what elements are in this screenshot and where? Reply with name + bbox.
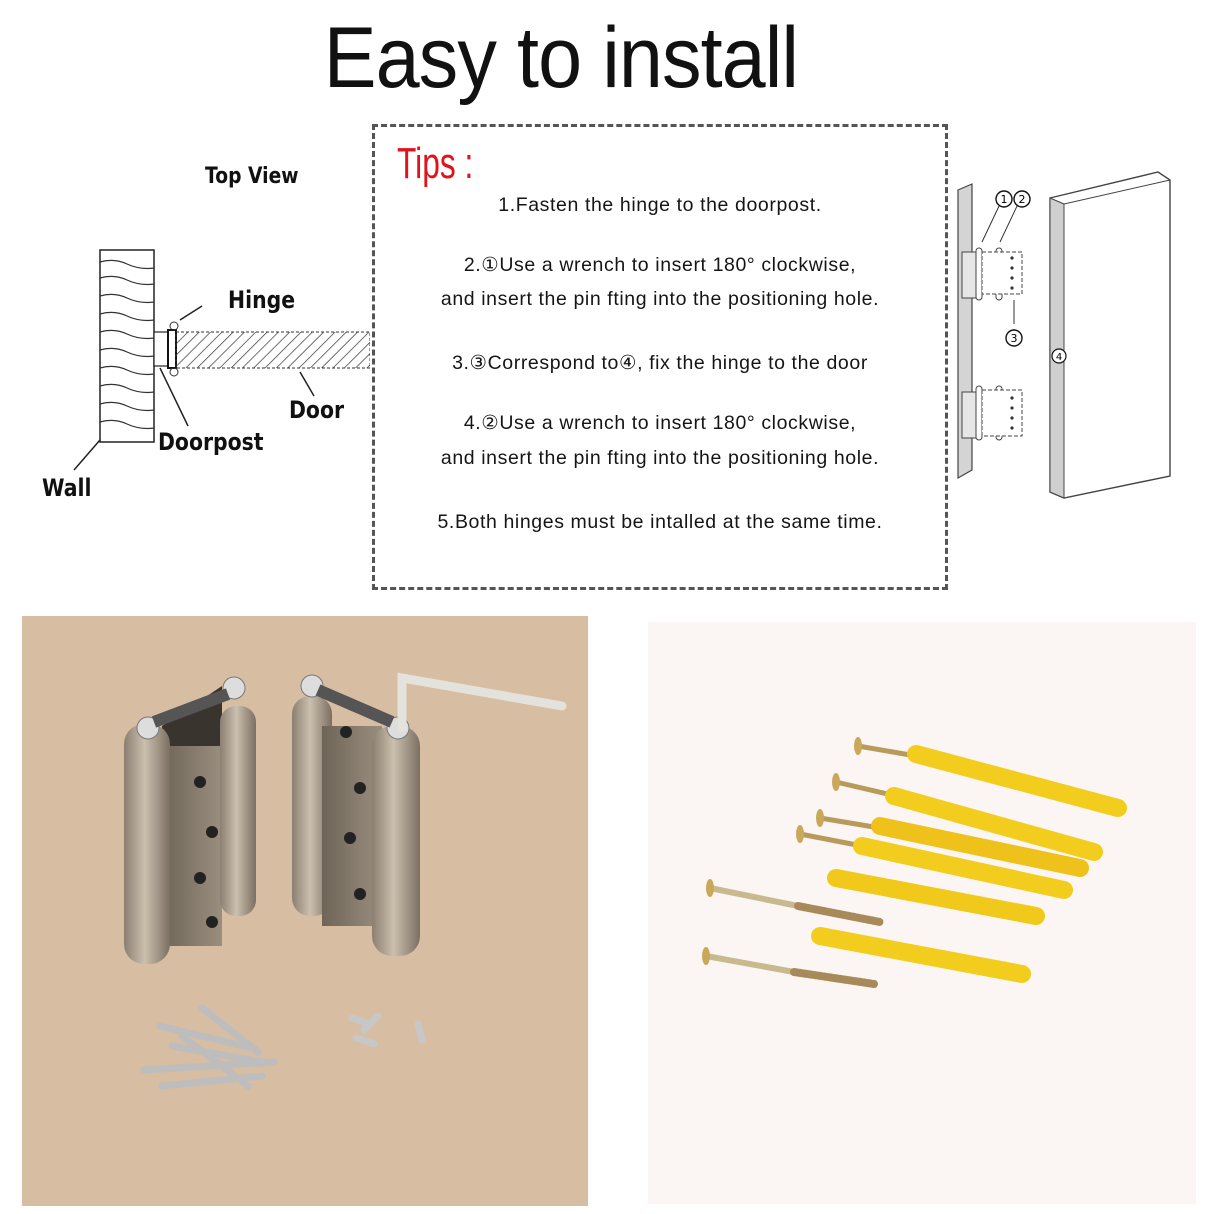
svg-text:2: 2	[1019, 193, 1026, 206]
wall-plugs-photo	[648, 622, 1196, 1204]
wall-plugs-screws-icon	[702, 737, 1127, 988]
top-view-illustration-icon	[73, 249, 370, 471]
svg-text:1: 1	[1001, 193, 1008, 206]
tips-heading: Tips :	[397, 139, 474, 188]
door-hinge-diagram: 1 2 3 4	[948, 170, 1188, 500]
svg-text:4: 4	[1056, 352, 1062, 363]
tips-box: Tips : 1.Fasten the hinge to the doorpos…	[372, 124, 948, 590]
svg-text:3: 3	[1011, 332, 1018, 345]
tip-line-1: 1.Fasten the hinge to the doorpost.	[498, 194, 822, 216]
door-label: Door	[289, 396, 345, 424]
hinge-label: Hinge	[228, 286, 296, 314]
door-hinge-illustration-icon: 1 2 3 4	[957, 171, 1171, 499]
tip-line-3: 3.③Correspond to④, fix the hinge to the …	[452, 352, 868, 374]
wall-label: Wall	[42, 474, 92, 502]
hinges-photo	[22, 616, 588, 1206]
tip-line-2b: and insert the pin fting into the positi…	[440, 288, 880, 310]
tip-line-2: 2.①Use a wrench to insert 180° clockwise…	[463, 254, 857, 276]
spring-hinges-icon	[124, 672, 567, 1090]
page-title: Easy to install	[323, 10, 799, 106]
tip-line-4b: and insert the pin fting into the positi…	[440, 447, 880, 469]
tip-line-4: 4.②Use a wrench to insert 180° clockwise…	[463, 412, 857, 434]
tip-line-5: 5.Both hinges must be intalled at the sa…	[437, 511, 883, 533]
doorpost-label: Doorpost	[158, 428, 264, 456]
top-view-diagram: Top View Hinge Door Doorpost Wall	[30, 150, 370, 510]
top-view-heading: Top View	[205, 164, 299, 189]
